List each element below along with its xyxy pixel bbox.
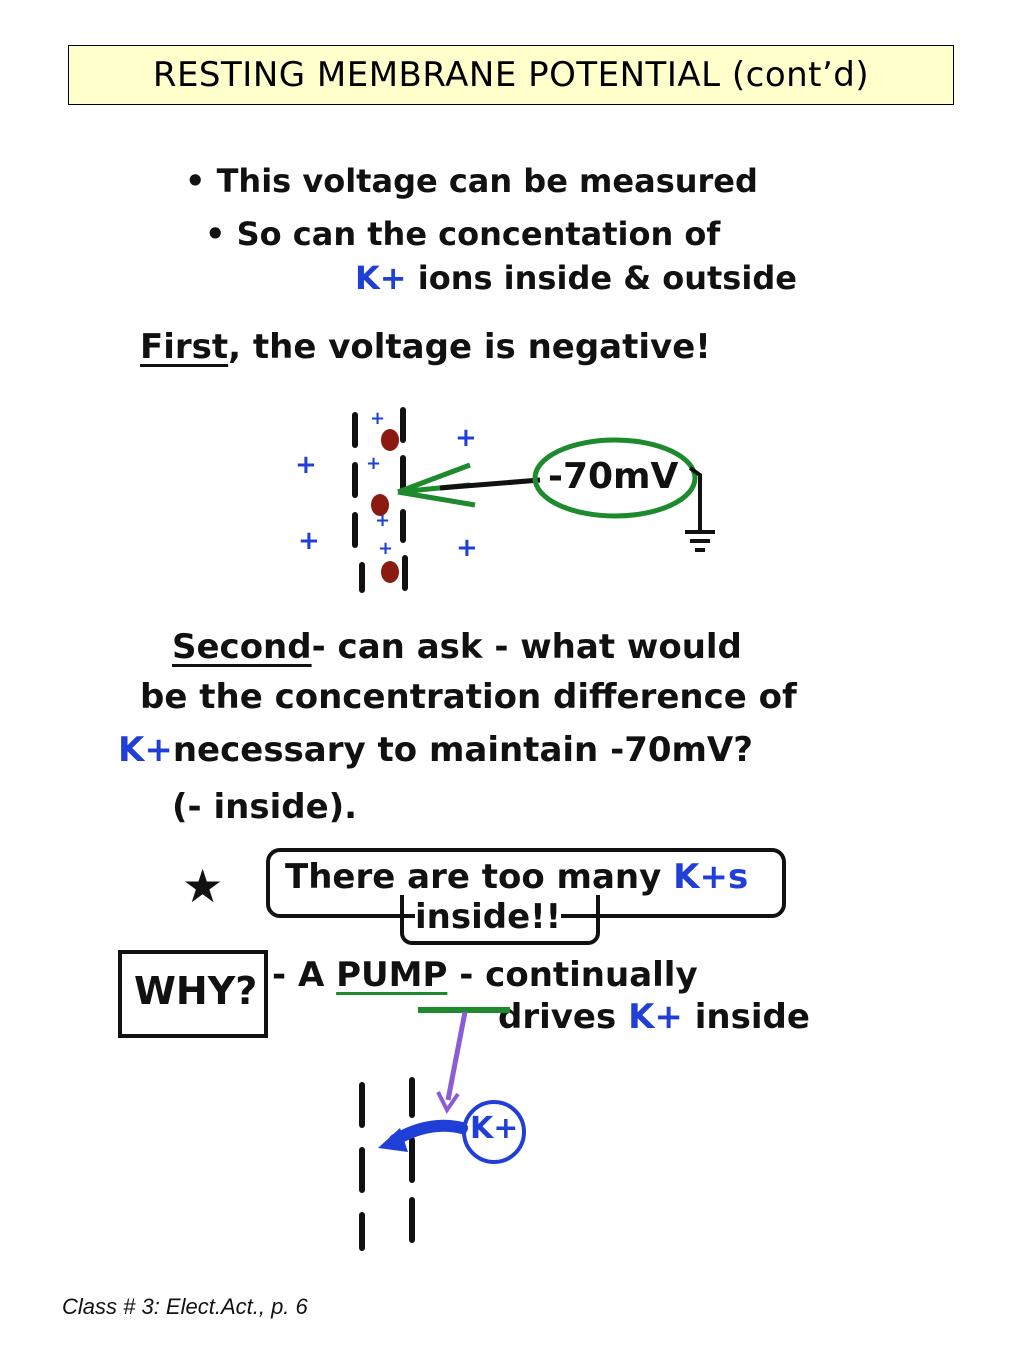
k-ion-label: K+ xyxy=(118,730,173,770)
why-line-1-a: - A xyxy=(272,955,337,995)
bullet-2-continued: K+ ions inside & outside xyxy=(355,259,797,297)
why-line-2-a: drives xyxy=(498,997,629,1037)
plus-inside-2: + xyxy=(456,533,478,563)
plus-membrane-2: + xyxy=(366,453,382,474)
bullet-dot-icon: • xyxy=(205,215,237,253)
plus-membrane-3: + xyxy=(375,510,391,531)
bullet-1-text: This voltage can be measured xyxy=(216,162,758,200)
callout-line-1-text: There are too many xyxy=(285,857,662,897)
second-line-3: K+necessary to maintain -70mV? xyxy=(118,730,753,770)
why-label: WHY? xyxy=(134,969,258,1013)
bullet-2-cont-text: ions inside & outside xyxy=(417,259,797,297)
star-icon: ★ xyxy=(182,859,224,913)
why-line-1-rest: - continually xyxy=(447,955,698,995)
pump-keyword: PUMP xyxy=(336,955,448,995)
slide-title: RESTING MEMBRANE POTENTIAL (cont’d) xyxy=(152,55,870,95)
first-statement: First, the voltage is negative! xyxy=(140,327,711,367)
plus-membrane-4: + xyxy=(378,538,394,559)
why-line-1: - A PUMP - continually xyxy=(272,955,698,995)
bullet-2-text: So can the concentation of xyxy=(236,215,721,253)
plus-outside-1: + xyxy=(295,450,317,480)
k-ion-label: K+ xyxy=(355,259,407,297)
why-box xyxy=(118,950,268,1038)
second-line-3-rest: necessary to maintain -70mV? xyxy=(172,730,753,770)
why-line-2: drives K+ inside xyxy=(498,997,810,1037)
first-keyword: First xyxy=(140,327,229,367)
k-ion-circle-label: K+ xyxy=(470,1111,519,1146)
k-ion-label: K+ xyxy=(628,997,683,1037)
bullet-1: • This voltage can be measured xyxy=(185,162,758,200)
plus-outside-2: + xyxy=(298,526,320,556)
plus-inside-1: + xyxy=(455,423,477,453)
callout-line-2: inside!! xyxy=(415,897,562,937)
bullet-dot-icon: • xyxy=(185,162,217,200)
plus-membrane-1: + xyxy=(370,408,386,429)
second-line-1: Second- can ask - what would xyxy=(172,627,742,667)
page-footer: Class # 3: Elect.Act., p. 6 xyxy=(62,1294,308,1319)
second-line-1-rest: - can ask - what would xyxy=(311,627,742,667)
first-rest: , the voltage is negative! xyxy=(228,327,711,367)
voltage-label: -70mV xyxy=(548,456,679,497)
slide-title-box: RESTING MEMBRANE POTENTIAL (cont’d) xyxy=(68,45,954,105)
why-line-2-rest: inside xyxy=(682,997,810,1037)
second-line-2: be the concentration difference of xyxy=(140,677,797,717)
callout-line-1: There are too many K+s xyxy=(285,857,749,897)
bullet-2: • So can the concentation of xyxy=(205,215,721,253)
callout-box-tab xyxy=(400,895,600,945)
k-ion-label: K+s xyxy=(673,857,749,897)
second-keyword: Second xyxy=(172,627,312,667)
second-line-4: (- inside). xyxy=(172,787,358,827)
